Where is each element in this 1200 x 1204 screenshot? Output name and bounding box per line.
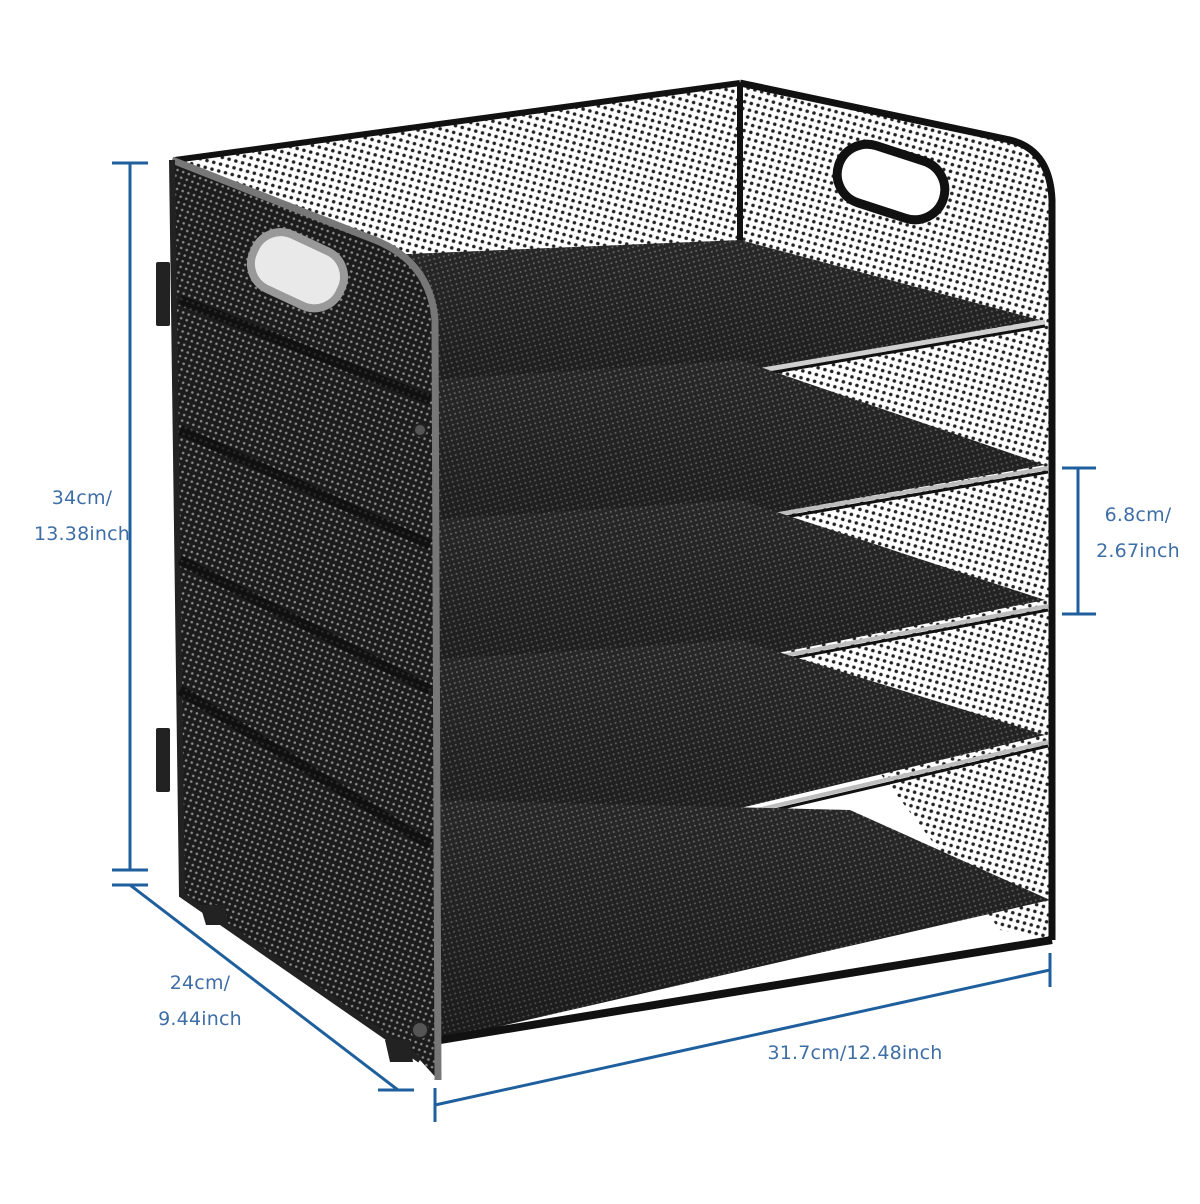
depth-inch: 9.44inch	[158, 1008, 242, 1030]
tier-gap-dimension-label: 6.8cm/ 2.67inch	[1088, 497, 1188, 569]
width-dimension-line	[433, 953, 1052, 1122]
width-cm-inch: 31.7cm/12.48inch	[767, 1042, 943, 1064]
width-dimension-label: 31.7cm/12.48inch	[745, 1035, 965, 1071]
right-handle-icon	[832, 139, 950, 225]
height-inch: 13.38inch	[33, 523, 130, 545]
height-dimension-label: 34cm/ 13.38inch	[12, 480, 152, 552]
height-cm: 34cm/	[51, 487, 113, 509]
left-handle-icon	[246, 228, 348, 313]
tier-gap-inch: 2.67inch	[1096, 540, 1180, 562]
depth-cm: 24cm/	[169, 972, 231, 994]
dimension-lines	[112, 161, 1096, 1122]
tier-gap-cm: 6.8cm/	[1104, 504, 1172, 526]
tier-gap-dimension-line	[1062, 466, 1096, 616]
height-dimension-line	[112, 161, 148, 872]
depth-dimension-line	[112, 883, 414, 1092]
depth-dimension-label: 24cm/ 9.44inch	[140, 965, 260, 1037]
left-side-panel	[156, 156, 442, 1081]
shelves	[385, 240, 1053, 1044]
